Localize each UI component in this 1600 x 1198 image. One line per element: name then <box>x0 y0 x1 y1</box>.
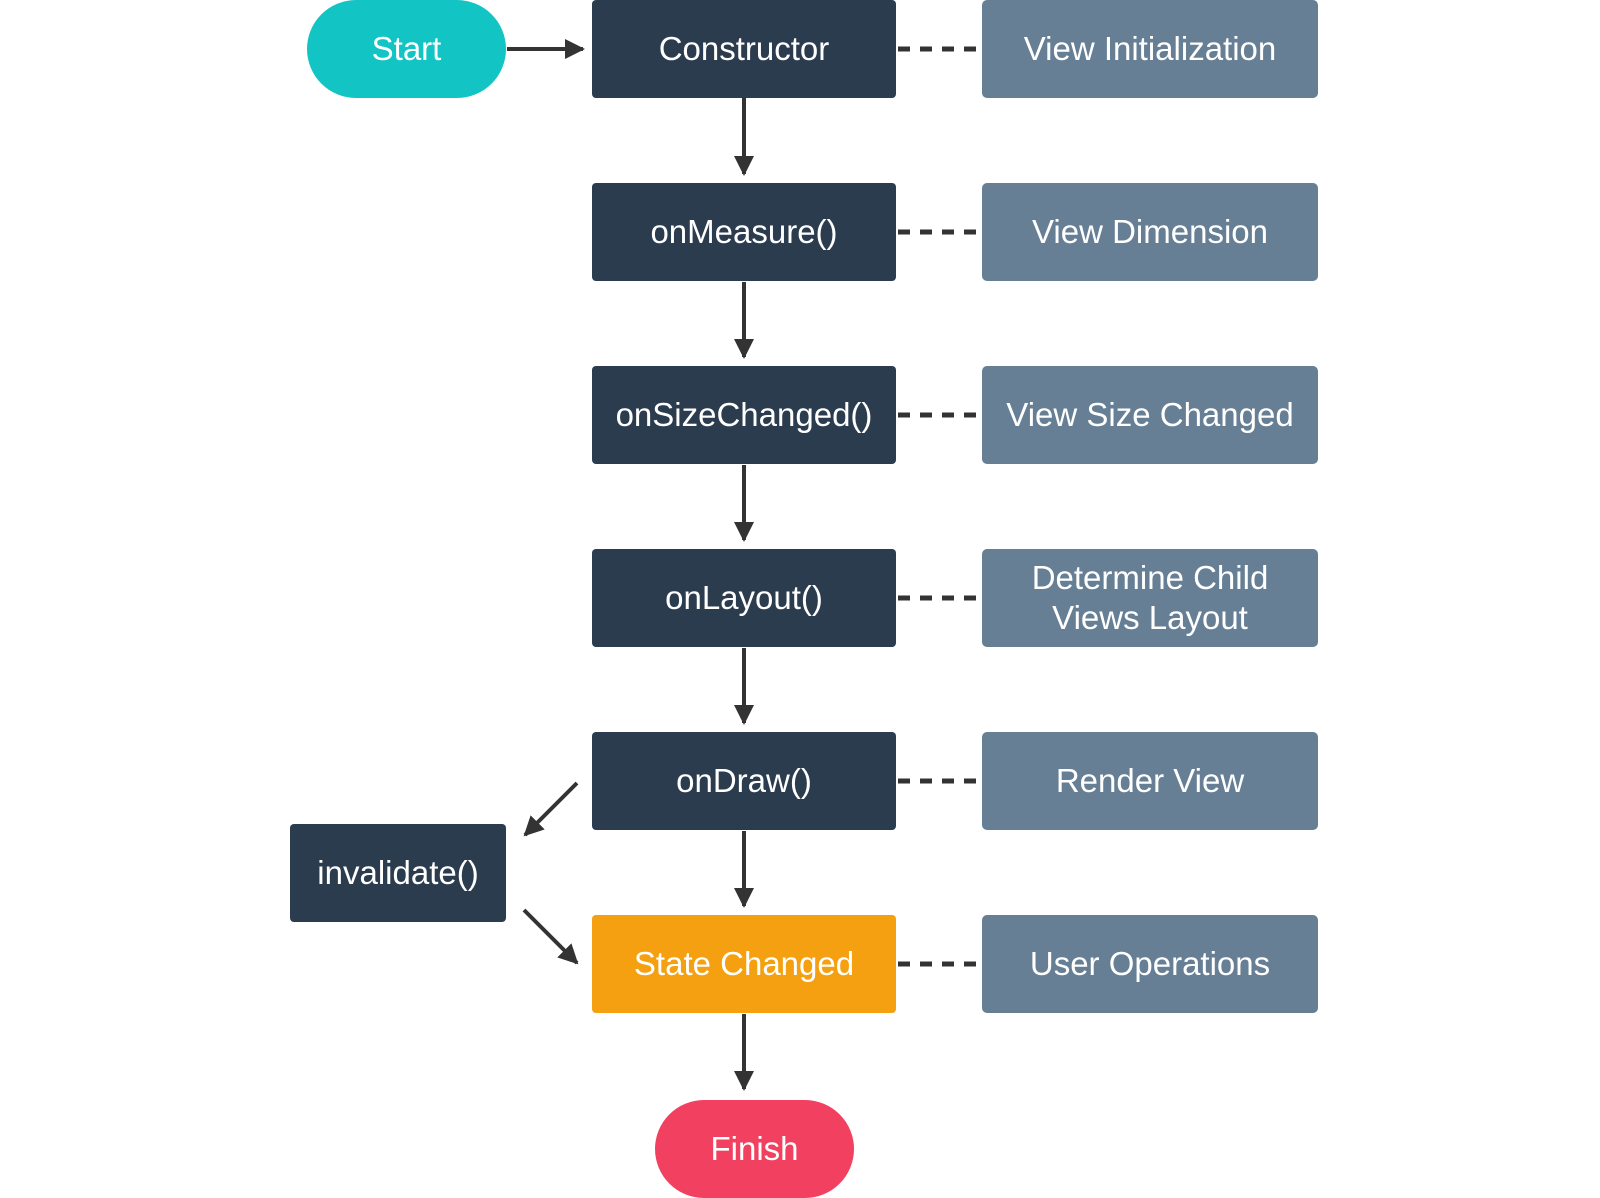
view-size-changed-description: View Size Changed <box>982 366 1318 464</box>
state-changed-description-label: User Operations <box>1029 944 1271 982</box>
view-initialization-description: View Initialization <box>982 0 1318 98</box>
constructor-node: Constructor <box>592 0 896 98</box>
invalidate-node: invalidate() <box>290 824 506 922</box>
onsizechanged-node: onSizeChanged() <box>592 366 896 464</box>
child-views-layout-description: Determine Child Views Layout <box>982 549 1318 647</box>
ondraw-description-label: Render View <box>1055 761 1245 799</box>
onlayout-label: onLayout() <box>665 578 823 616</box>
onsizechanged-label: onSizeChanged() <box>615 395 873 433</box>
constructor-label: Constructor <box>658 29 830 67</box>
onsizechanged-description-label: View Size Changed <box>1006 395 1294 433</box>
ondraw-node: onDraw() <box>592 732 896 830</box>
finish-node: Finish <box>655 1100 854 1198</box>
arrow-ondraw-to-invalidate <box>523 781 579 837</box>
onlayout-node: onLayout() <box>592 549 896 647</box>
onmeasure-description-label: View Dimension <box>1032 212 1268 250</box>
start-label: Start <box>371 29 442 67</box>
state-changed-label: State Changed <box>633 944 855 982</box>
state-changed-node: State Changed <box>592 915 896 1013</box>
invalidate-label: invalidate() <box>317 853 479 891</box>
onmeasure-label: onMeasure() <box>650 212 838 250</box>
render-view-description: Render View <box>982 732 1318 830</box>
constructor-description-label: View Initialization <box>1023 29 1277 67</box>
finish-label: Finish <box>710 1129 799 1167</box>
onlayout-description-label: Determine Child Views Layout <box>1031 558 1269 636</box>
ondraw-label: onDraw() <box>676 761 812 799</box>
onmeasure-node: onMeasure() <box>592 183 896 281</box>
view-dimension-description: View Dimension <box>982 183 1318 281</box>
start-node: Start <box>307 0 506 98</box>
arrow-invalidate-to-statechanged <box>522 908 579 965</box>
user-operations-description: User Operations <box>982 915 1318 1013</box>
